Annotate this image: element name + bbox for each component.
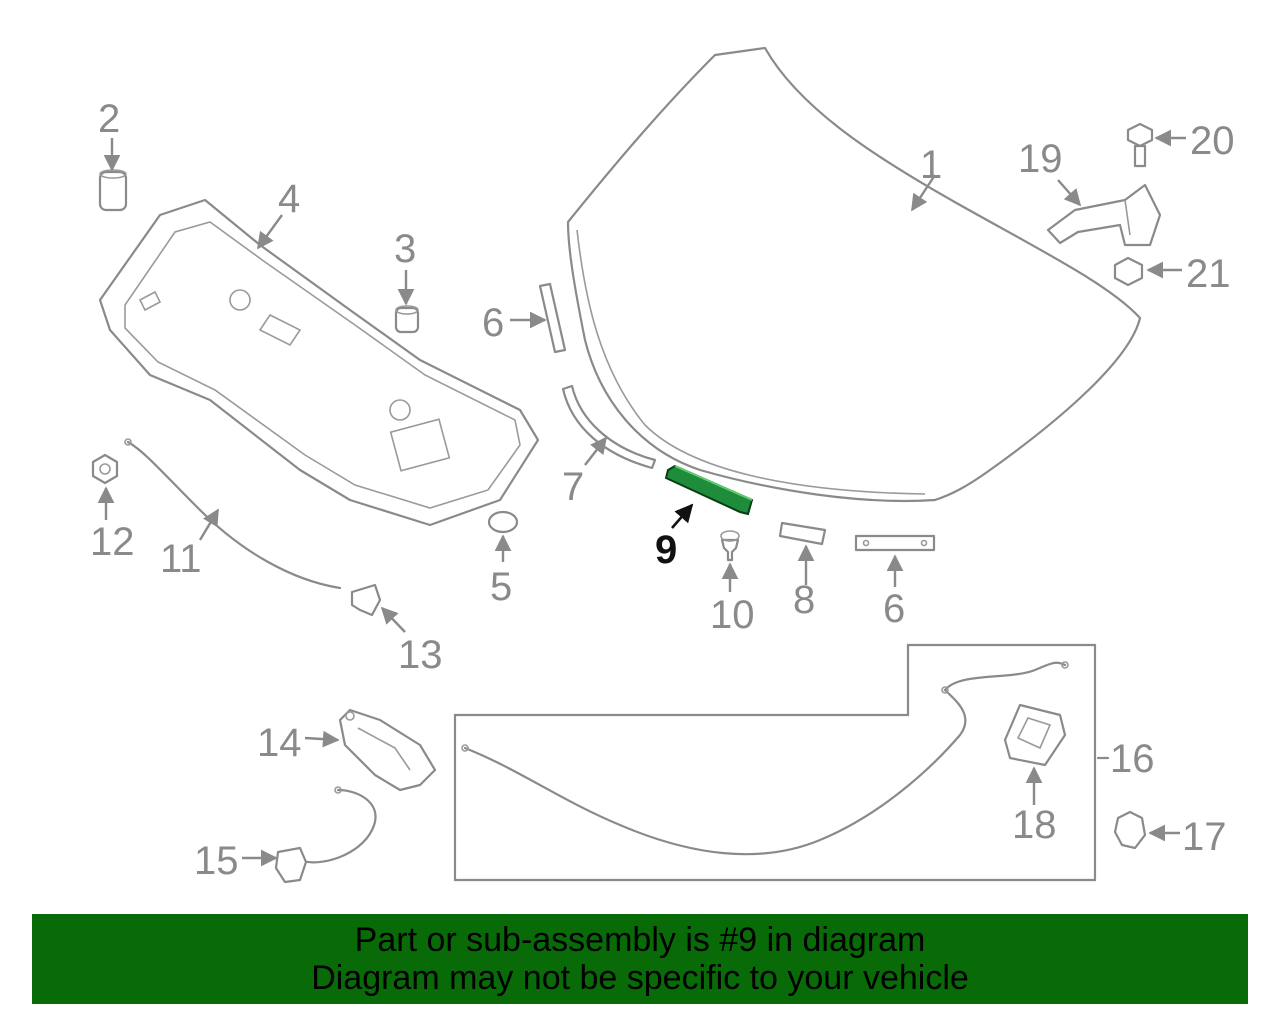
callout-17: 17 <box>1182 815 1227 859</box>
plug-part <box>487 510 519 534</box>
grommet-part <box>394 305 420 334</box>
callout-6-lower: 6 <box>883 587 905 631</box>
push-clip-part <box>720 530 740 562</box>
callout-19: 19 <box>1018 137 1063 181</box>
curved-seal <box>561 384 657 470</box>
seal-strip-lower <box>854 534 936 552</box>
callout-18: 18 <box>1012 803 1057 847</box>
latch-switch-cable <box>274 786 377 884</box>
bolt-part <box>1126 122 1154 168</box>
hood-hinge <box>1046 183 1162 247</box>
highlighted-part-9 <box>664 464 754 516</box>
callout-1: 1 <box>920 143 942 187</box>
callout-16: 16 <box>1110 737 1155 781</box>
callout-5: 5 <box>490 565 512 609</box>
callout-21: 21 <box>1186 252 1231 296</box>
cable-clip-part <box>1113 810 1147 850</box>
callout-14: 14 <box>257 721 302 765</box>
hood-latch <box>338 708 437 792</box>
callout-15: 15 <box>194 839 239 883</box>
banner-line-1: Part or sub-assembly is #9 in diagram <box>354 921 926 959</box>
callout-20: 20 <box>1190 119 1235 163</box>
info-banner: Part or sub-assembly is #9 in diagram Di… <box>32 914 1248 1004</box>
callout-6-upper: 6 <box>482 301 504 345</box>
parts-diagram: 1 2 3 4 5 6 7 9 <box>90 46 1235 884</box>
hood-insulator <box>98 198 540 527</box>
release-cable <box>461 661 1069 856</box>
nut-part <box>91 453 119 485</box>
callout-13: 13 <box>398 633 443 677</box>
cable-assembly-box <box>453 643 1097 882</box>
rod-holder-part <box>350 583 382 617</box>
seal-strip-upper <box>538 282 567 354</box>
hinge-nut-part <box>1113 256 1144 287</box>
callout-4: 4 <box>278 177 300 221</box>
callout-3: 3 <box>394 227 416 271</box>
callout-10: 10 <box>710 593 755 637</box>
small-pad-part <box>778 521 827 546</box>
release-handle <box>1003 703 1067 767</box>
hood-bumper-part <box>98 169 128 212</box>
callout-12: 12 <box>90 520 135 564</box>
callout-11: 11 <box>160 537 202 581</box>
callout-2: 2 <box>98 97 120 141</box>
banner-line-2: Diagram may not be specific to your vehi… <box>311 959 969 997</box>
callout-8: 8 <box>793 578 815 622</box>
callout-7: 7 <box>562 465 584 509</box>
callout-9: 9 <box>655 528 677 572</box>
hood-panel <box>566 46 1142 503</box>
